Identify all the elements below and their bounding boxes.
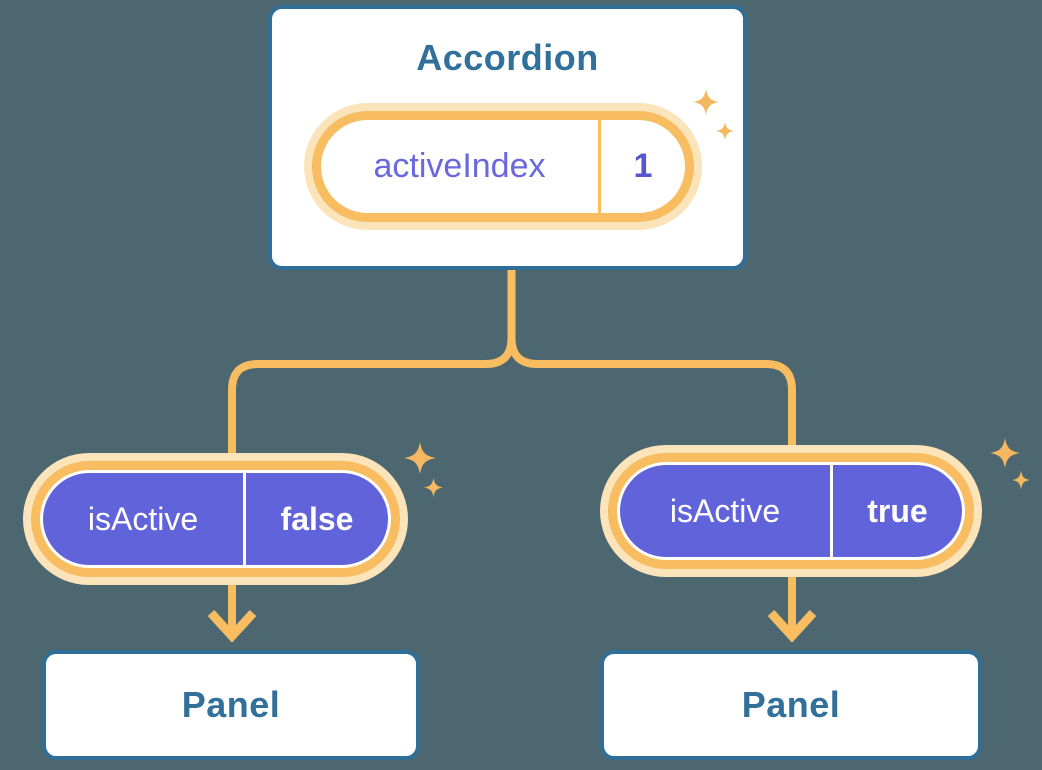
state-value: 1 xyxy=(633,147,653,185)
prop-value: false xyxy=(280,500,354,537)
sparkle-icon xyxy=(716,122,734,140)
sparkle-icon xyxy=(404,442,436,474)
state-pill-ring: activeIndex 1 xyxy=(312,111,694,222)
pill-divider xyxy=(243,473,246,565)
arrowhead-right xyxy=(767,609,817,643)
panel-title: Panel xyxy=(181,684,281,725)
sparkle-icon xyxy=(1012,471,1030,489)
sparkle-icon xyxy=(424,478,443,497)
arrowhead-left xyxy=(207,609,257,643)
panel-title: Panel xyxy=(741,684,841,725)
prop-pill-ring: isActive false xyxy=(31,461,400,577)
pill-divider xyxy=(598,120,601,213)
prop-pill-ring: isActive true xyxy=(608,453,974,569)
prop-pill-isactive-false: isActive false xyxy=(23,453,408,585)
prop-name-label: isActive xyxy=(669,492,781,529)
panel-component-box-right: Panel xyxy=(600,650,982,760)
prop-value: true xyxy=(867,492,928,529)
accordion-title: Accordion xyxy=(416,37,599,78)
prop-pill-isactive-true: isActive true xyxy=(600,445,982,577)
state-name-label: activeIndex xyxy=(373,147,546,185)
sparkle-icon xyxy=(693,89,719,115)
state-pill-activeindex: activeIndex 1 xyxy=(304,103,702,230)
pill-divider xyxy=(830,465,833,557)
panel-component-box-left: Panel xyxy=(42,650,420,760)
prop-name-label: isActive xyxy=(87,500,199,537)
branch-right-line xyxy=(507,266,796,630)
sparkle-icon xyxy=(990,438,1020,468)
